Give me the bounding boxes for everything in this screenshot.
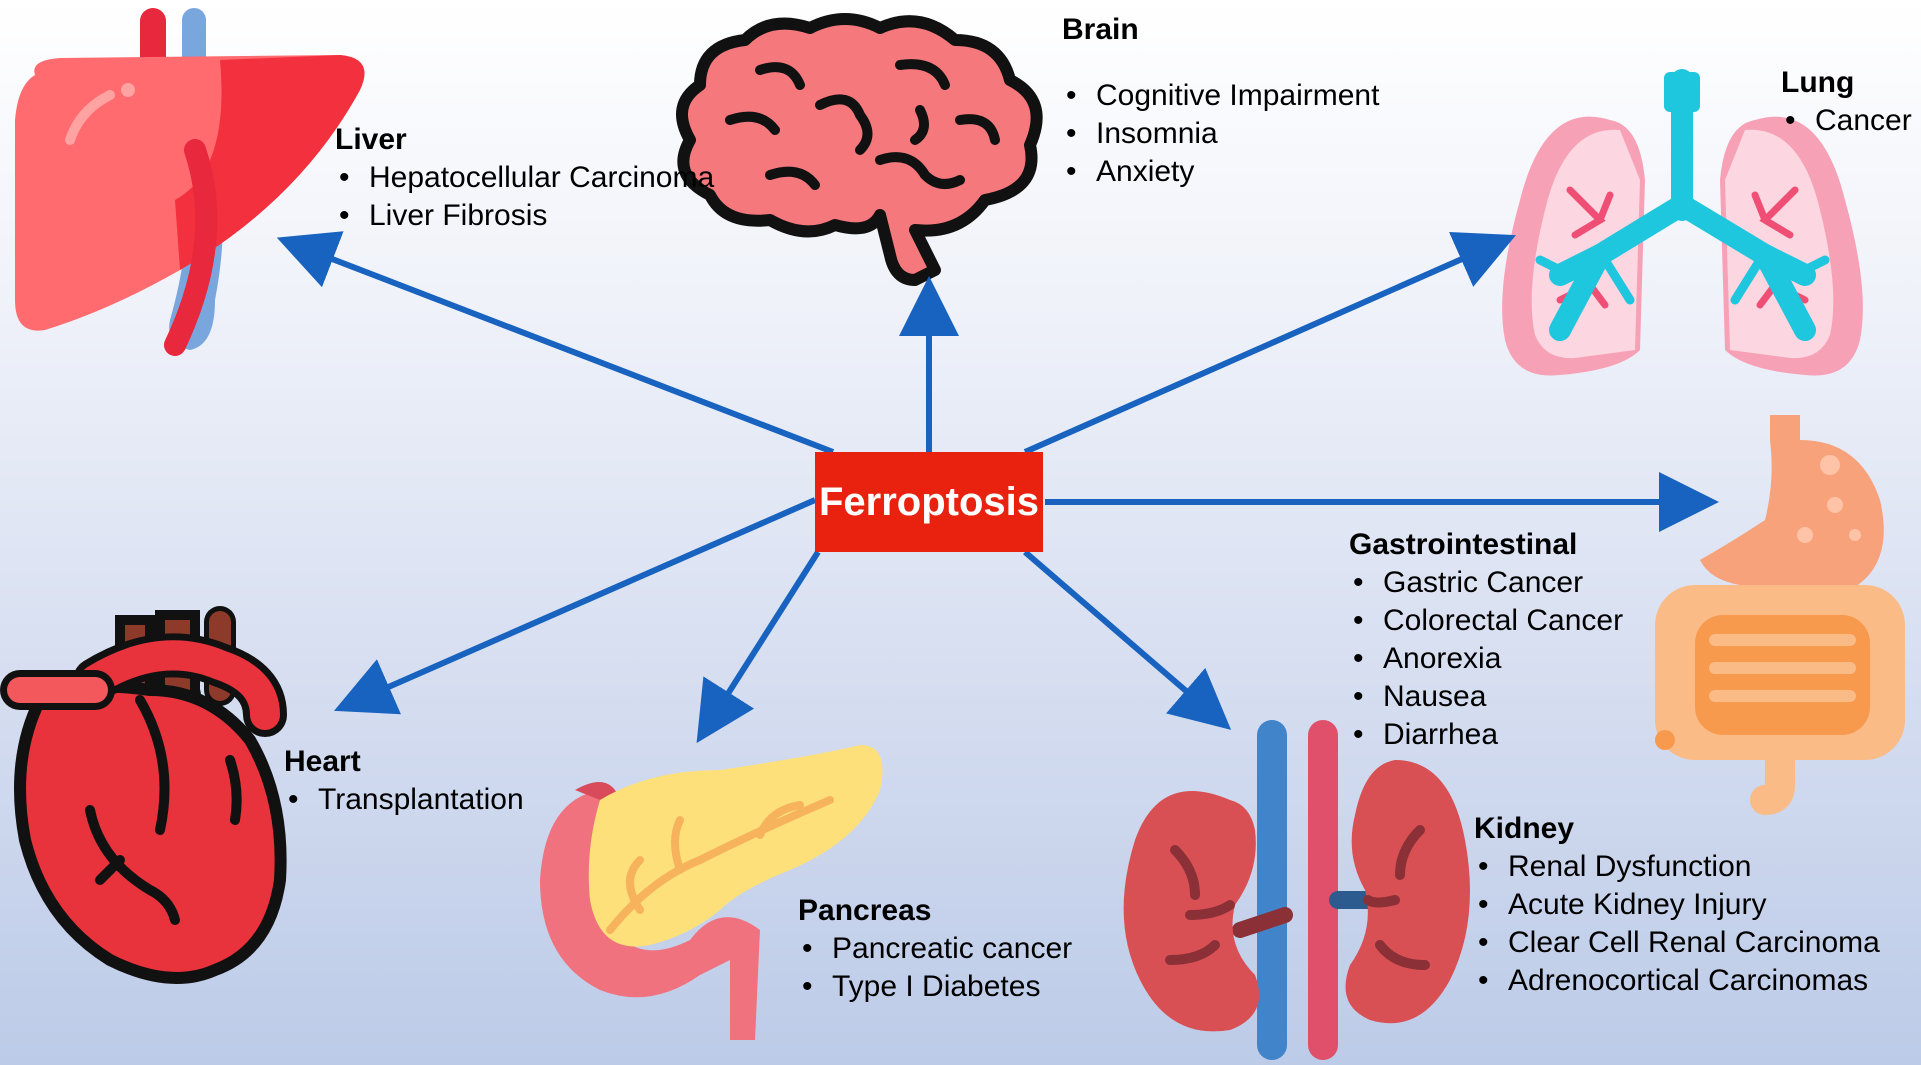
list-item: Pancreatic cancer: [798, 930, 1072, 968]
pancreas-icon: [540, 745, 883, 1040]
lung-list: Cancer: [1781, 102, 1912, 140]
arrow-to-lung: [1023, 231, 1516, 455]
list-item: Hepatocellular Carcinoma: [335, 159, 714, 197]
brain-title: Brain: [1062, 13, 1139, 46]
pancreas-title: Pancreas: [798, 894, 932, 927]
list-item: Cognitive Impairment: [1062, 77, 1379, 115]
list-item: Acute Kidney Injury: [1474, 886, 1880, 924]
liver-list: Hepatocellular Carcinoma Liver Fibrosis: [335, 159, 714, 235]
list-item: Clear Cell Renal Carcinoma: [1474, 924, 1880, 962]
heart-title: Heart: [284, 745, 361, 778]
brain-text: Brain Cognitive Impairment Insomnia Anxi…: [1062, 11, 1379, 191]
list-item: Insomnia: [1062, 115, 1379, 153]
ferroptosis-label: Ferroptosis: [818, 479, 1040, 524]
arrow-to-liver: [276, 231, 835, 455]
liver-title: Liver: [335, 123, 407, 156]
gastrointestinal-list: Gastric Cancer Colorectal Cancer Anorexi…: [1349, 564, 1623, 754]
kidney-text: Kidney Renal Dysfunction Acute Kidney In…: [1474, 810, 1880, 1000]
list-item: Gastric Cancer: [1349, 564, 1623, 602]
list-item: Cancer: [1781, 102, 1912, 140]
pancreas-list: Pancreatic cancer Type I Diabetes: [798, 930, 1072, 1006]
list-item: Type I Diabetes: [798, 968, 1072, 1006]
kidney-title: Kidney: [1474, 812, 1575, 845]
list-item: Renal Dysfunction: [1474, 848, 1880, 886]
list-item: Anorexia: [1349, 640, 1623, 678]
lung-icon: [1502, 69, 1863, 376]
gastrointestinal-text: Gastrointestinal Gastric Cancer Colorect…: [1349, 526, 1623, 754]
stomach-intestine-icon: [1655, 415, 1905, 815]
arrow-to-heart: [334, 497, 817, 715]
arrow-to-kidney: [1023, 549, 1232, 730]
brain-icon: [676, 13, 1043, 286]
liver-text: Liver Hepatocellular Carcinoma Liver Fib…: [335, 121, 714, 235]
heart-text: Heart Transplantation: [284, 743, 524, 819]
kidney-list: Renal Dysfunction Acute Kidney Injury Cl…: [1474, 848, 1880, 1000]
lung-title: Lung: [1781, 66, 1855, 99]
list-item: Nausea: [1349, 678, 1623, 716]
arrows: [276, 231, 1719, 744]
list-item: Anxiety: [1062, 153, 1379, 191]
liver-icon: [15, 8, 365, 356]
lung-text: Lung Cancer: [1781, 64, 1912, 140]
list-item: Adrenocortical Carcinomas: [1474, 962, 1880, 1000]
arrow-to-pancreas: [696, 550, 821, 744]
pancreas-text: Pancreas Pancreatic cancer Type I Diabet…: [798, 892, 1072, 1006]
heart-list: Transplantation: [284, 781, 524, 819]
brain-list: Cognitive Impairment Insomnia Anxiety: [1062, 77, 1379, 191]
gastrointestinal-title: Gastrointestinal: [1349, 528, 1578, 561]
list-item: Liver Fibrosis: [335, 197, 714, 235]
ferroptosis-center-box: Ferroptosis: [815, 452, 1043, 552]
list-item: Transplantation: [284, 781, 524, 819]
list-item: Colorectal Cancer: [1349, 602, 1623, 640]
heart-icon: [0, 606, 287, 984]
kidney-icon: [1123, 720, 1470, 1060]
list-item: Diarrhea: [1349, 716, 1623, 754]
